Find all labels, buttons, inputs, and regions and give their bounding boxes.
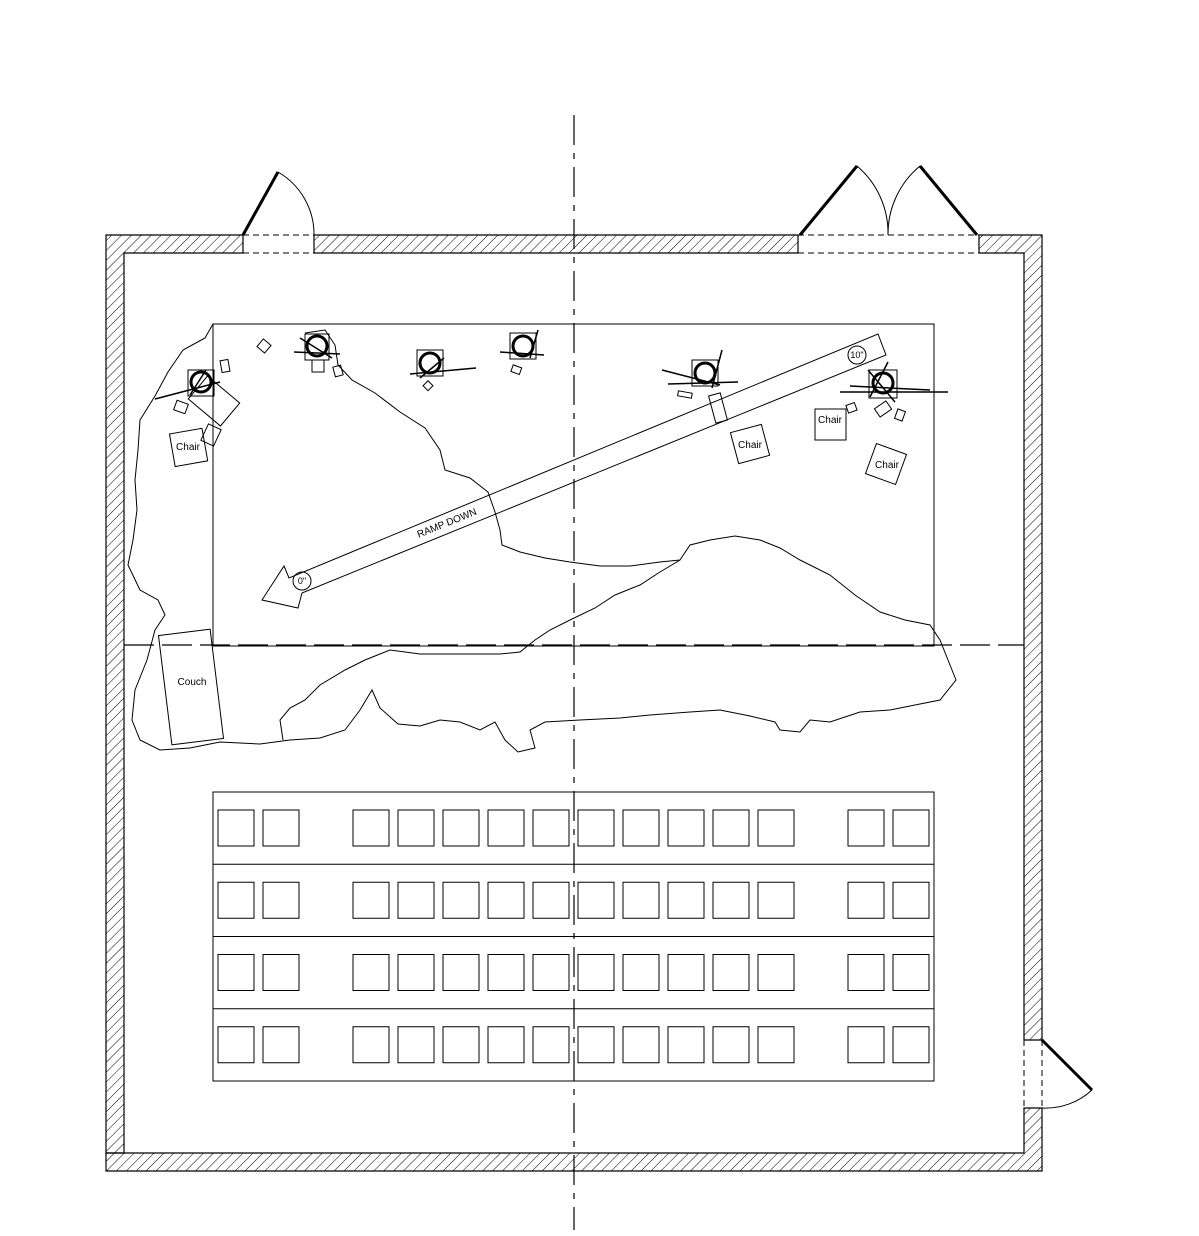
- ramp-start-label: 10": [850, 350, 863, 360]
- chair-3-label: Chair: [818, 415, 843, 426]
- instrument-stand-4: [499, 329, 545, 376]
- chair-2-label: Chair: [738, 440, 763, 451]
- seat: [217, 1026, 255, 1064]
- seat: [262, 954, 300, 991]
- seat: [577, 881, 615, 919]
- seat: [622, 809, 660, 847]
- seat: [577, 1026, 615, 1064]
- seat: [532, 954, 570, 991]
- seat: [622, 881, 660, 919]
- door-top-right-double: [798, 165, 979, 236]
- walls: [105, 234, 1043, 1172]
- stage-platform: [212, 323, 935, 647]
- audience-seating: [212, 791, 935, 1082]
- rug-outline: [127, 323, 957, 753]
- seat: [397, 1026, 435, 1064]
- chair-1: Chair: [168, 427, 209, 468]
- seat: [667, 1026, 705, 1064]
- wall-top-right: [978, 234, 1043, 1041]
- chair-4-label: Chair: [875, 460, 900, 471]
- seat: [487, 1026, 525, 1064]
- seat: [892, 809, 930, 847]
- seat: [667, 954, 705, 991]
- instrument-stand-3: [409, 349, 477, 392]
- seat: [217, 954, 255, 991]
- seat: [532, 1026, 570, 1064]
- instrument-stand-1: [154, 338, 272, 447]
- seat: [262, 809, 300, 847]
- seat: [667, 809, 705, 847]
- seat: [487, 881, 525, 919]
- seat: [442, 1026, 480, 1064]
- stage-equipment: [154, 329, 948, 447]
- seat: [712, 809, 750, 847]
- seat: [352, 881, 390, 919]
- seat: [847, 1026, 885, 1064]
- seat: [217, 809, 255, 847]
- seat: [622, 954, 660, 991]
- chair-2: Chair: [729, 423, 771, 465]
- couch: Couch: [157, 628, 225, 746]
- seat: [847, 881, 885, 919]
- chair-4: Chair: [864, 442, 908, 486]
- seat: [352, 954, 390, 991]
- rug-inner-outline: [304, 329, 681, 567]
- seat: [892, 881, 930, 919]
- door-thresholds: [243, 234, 1043, 1108]
- seat: [667, 881, 705, 919]
- seat: [352, 809, 390, 847]
- seat: [847, 809, 885, 847]
- seat: [757, 954, 795, 991]
- seat: [217, 881, 255, 919]
- seat: [442, 881, 480, 919]
- ramp-end-label: 0": [298, 576, 306, 586]
- chair-1-label: Chair: [176, 442, 201, 453]
- seat: [532, 881, 570, 919]
- seat: [712, 954, 750, 991]
- wall-top-middle: [313, 234, 799, 254]
- seat: [442, 954, 480, 991]
- seat: [757, 1026, 795, 1064]
- seat: [397, 809, 435, 847]
- seat: [892, 1026, 930, 1064]
- chair-3: Chair: [814, 408, 847, 441]
- seat: [622, 1026, 660, 1064]
- seat: [847, 954, 885, 991]
- center-lines: [124, 115, 1024, 1230]
- seat: [712, 1026, 750, 1064]
- instrument-stand-6: [840, 361, 948, 422]
- seat: [262, 881, 300, 919]
- seat: [577, 809, 615, 847]
- door-top-left: [241, 171, 315, 236]
- door-right: [1040, 1038, 1094, 1109]
- couch-label: Couch: [178, 677, 207, 688]
- seat: [352, 1026, 390, 1064]
- seat: [262, 1026, 300, 1064]
- seat: [397, 954, 435, 991]
- seat: [487, 809, 525, 847]
- seat: [487, 954, 525, 991]
- seat: [397, 881, 435, 919]
- seat: [577, 954, 615, 991]
- ramp-label: RAMP DOWN: [416, 507, 479, 541]
- seat: [757, 881, 795, 919]
- instrument-stand-5: [661, 349, 739, 424]
- seat: [532, 809, 570, 847]
- seat-rows: [213, 809, 934, 1064]
- seat: [712, 881, 750, 919]
- seat: [892, 954, 930, 991]
- instrument-stand-2: [293, 333, 344, 378]
- seat: [757, 809, 795, 847]
- seat: [442, 809, 480, 847]
